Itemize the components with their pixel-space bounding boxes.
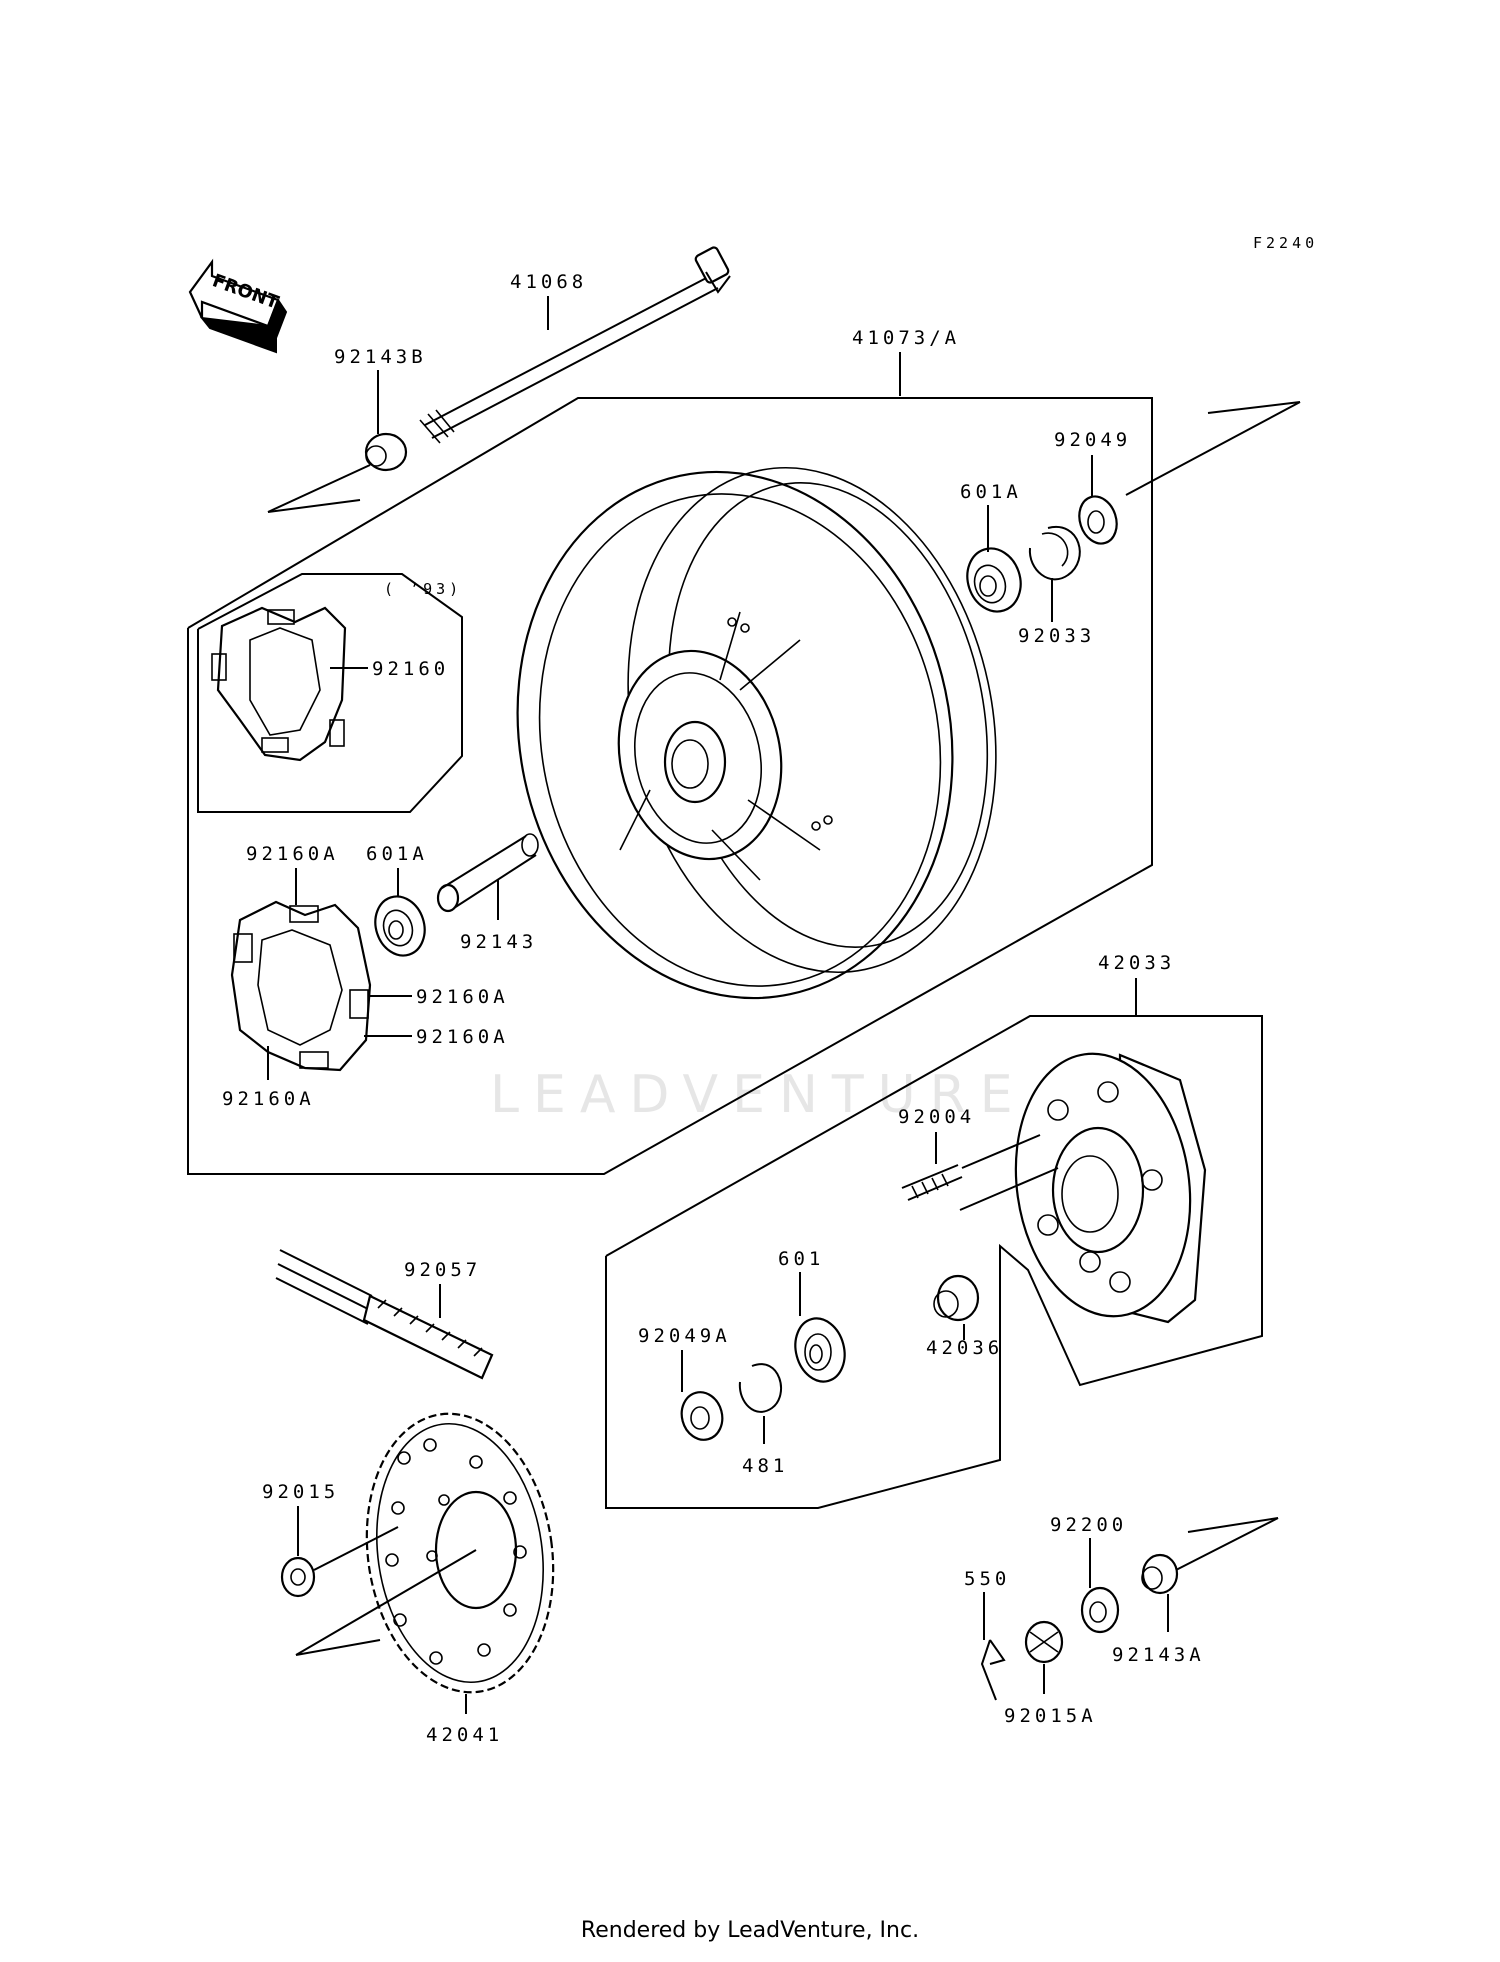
sprocket-nut-part <box>280 1526 399 1598</box>
callout-92004: 92004 <box>898 1106 975 1128</box>
drive-chain-part <box>275 1249 494 1380</box>
sprocket-hub-part <box>1014 1052 1207 1324</box>
rear-wheel-part <box>516 466 997 1000</box>
callout-92049A: 92049A <box>638 1325 731 1347</box>
callout-601A-mid: 601A <box>366 843 428 865</box>
stud-part <box>901 1134 1041 1201</box>
callout-92160: 92160 <box>372 658 449 680</box>
wheel-group-outline <box>187 397 1153 1175</box>
oil-seal-part <box>680 1391 724 1441</box>
callout-labels: 41068 92143B 41073/A 92049 601A 92033 ( … <box>222 271 1205 1746</box>
cotter-pin-part <box>980 1639 1006 1701</box>
circlip-part <box>1028 525 1081 581</box>
callout-92143A: 92143A <box>1112 1644 1205 1666</box>
callout-550: 550 <box>964 1568 1010 1590</box>
callout-92015A: 92015A <box>1004 1705 1097 1727</box>
footer-credit: Rendered by LeadVenture, Inc. <box>580 1918 920 1943</box>
rear-sprocket-part <box>365 1412 555 1694</box>
callout-92160A-r2: 92160A <box>416 1026 509 1048</box>
axle-nut-part <box>1024 1620 1064 1664</box>
bearing-part <box>966 547 1022 613</box>
callout-42041: 42041 <box>426 1724 503 1746</box>
figure-ref: F2240 <box>1253 234 1318 252</box>
callout-92160A-r1: 92160A <box>416 986 509 1008</box>
callout-92057: 92057 <box>404 1259 481 1281</box>
variant-note: ( ’93) <box>384 580 462 598</box>
callout-42033: 42033 <box>1098 952 1175 974</box>
bearing-part <box>794 1317 846 1383</box>
callout-42036: 42036 <box>926 1337 1003 1359</box>
damper-part <box>230 900 372 1072</box>
callout-601: 601 <box>778 1248 824 1270</box>
callout-481: 481 <box>742 1455 788 1477</box>
oil-seal-part <box>1078 495 1118 545</box>
bearing-part <box>374 895 426 957</box>
callout-41073A: 41073/A <box>852 327 960 349</box>
callout-41068: 41068 <box>510 271 587 293</box>
callout-92200: 92200 <box>1050 1514 1127 1536</box>
collar-part <box>364 432 408 472</box>
front-arrow-icon: FRONT <box>188 258 288 354</box>
callout-601A-top: 601A <box>960 481 1022 503</box>
damper-part <box>211 606 347 762</box>
circlip-part <box>738 1363 782 1413</box>
callout-92015: 92015 <box>262 1481 339 1503</box>
collar-part <box>933 1274 980 1322</box>
callout-92143: 92143 <box>460 931 537 953</box>
callout-92160A-top: 92160A <box>246 843 339 865</box>
distance-collar-part <box>436 833 539 913</box>
callout-92143B: 92143B <box>334 346 427 368</box>
callout-92160A-bot: 92160A <box>222 1088 315 1110</box>
callout-92049: 92049 <box>1054 429 1131 451</box>
variant-group-outline <box>197 573 463 813</box>
callout-92033: 92033 <box>1018 625 1095 647</box>
hub-group-outline <box>605 1015 1263 1509</box>
washer-part <box>1080 1586 1120 1634</box>
axle-part <box>419 246 731 444</box>
collar-part <box>1141 1553 1179 1595</box>
leader-lines <box>267 296 1169 1714</box>
